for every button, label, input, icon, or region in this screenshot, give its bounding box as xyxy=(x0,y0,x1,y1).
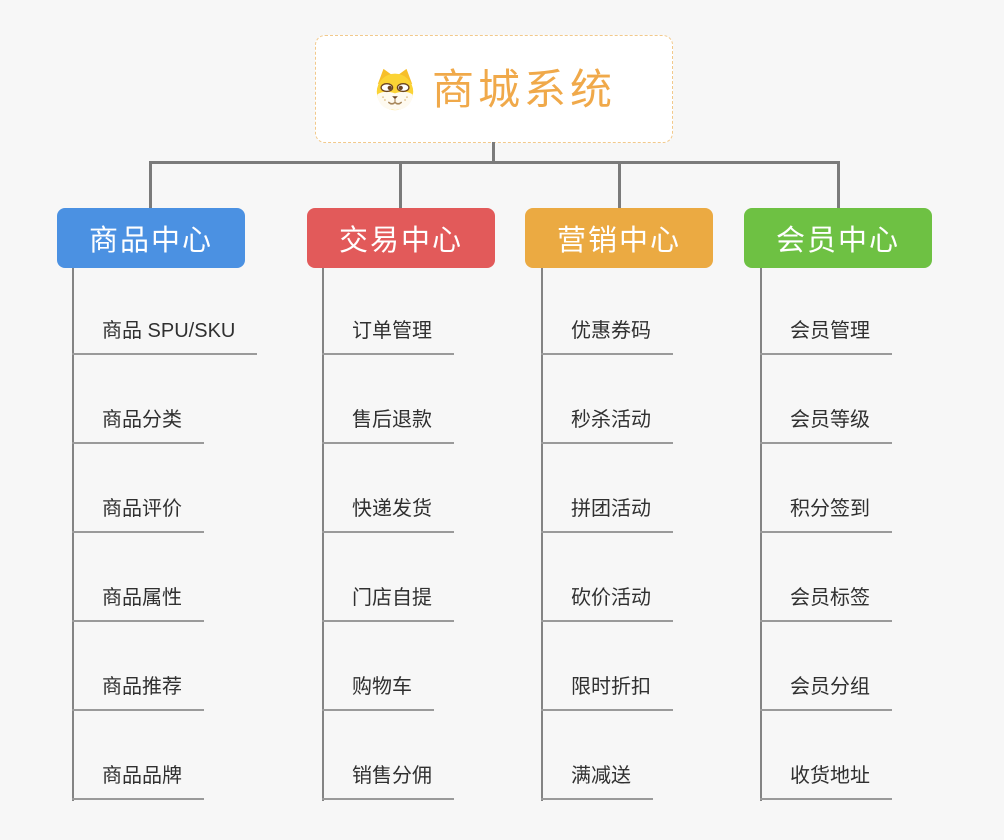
item-label: 销售分佣 xyxy=(322,763,454,800)
root-node[interactable]: 商城系统 xyxy=(315,35,673,143)
branch-header-product-center[interactable]: 商品中心 xyxy=(57,208,245,268)
connector-drop-product xyxy=(149,161,152,208)
mindmap-item[interactable]: 商品分类 xyxy=(72,355,322,444)
mindmap-item[interactable]: 会员分组 xyxy=(760,622,1004,711)
connector-drop-trade xyxy=(399,161,402,208)
branch-spine-trade xyxy=(322,268,324,801)
mindmap-item[interactable]: 积分签到 xyxy=(760,444,1004,533)
item-label: 满减送 xyxy=(541,763,653,800)
item-label: 砍价活动 xyxy=(541,585,673,622)
item-label: 积分签到 xyxy=(760,496,892,533)
item-label: 商品 SPU/SKU xyxy=(72,318,258,355)
branch-items-marketing-center: 优惠券码 秒杀活动 拼团活动 砍价活动 限时折扣 满减送 xyxy=(541,266,791,800)
item-label: 会员管理 xyxy=(760,318,892,355)
mindmap-item[interactable]: 购物车 xyxy=(322,622,572,711)
item-label: 限时折扣 xyxy=(541,674,673,711)
item-label: 会员分组 xyxy=(760,674,892,711)
mindmap-item[interactable]: 会员管理 xyxy=(760,266,1004,355)
mindmap-item[interactable]: 订单管理 xyxy=(322,266,572,355)
mindmap-item[interactable]: 售后退款 xyxy=(322,355,572,444)
branch-header-member-center[interactable]: 会员中心 xyxy=(744,208,932,268)
item-label: 快递发货 xyxy=(322,496,454,533)
item-label: 商品属性 xyxy=(72,585,204,622)
item-label: 商品评价 xyxy=(72,496,204,533)
item-label: 商品分类 xyxy=(72,407,204,444)
item-label: 购物车 xyxy=(322,674,434,711)
mindmap-item[interactable]: 会员标签 xyxy=(760,533,1004,622)
item-label: 会员等级 xyxy=(760,407,892,444)
mindmap-item[interactable]: 收货地址 xyxy=(760,711,1004,800)
mindmap-item[interactable]: 会员等级 xyxy=(760,355,1004,444)
mindmap-item[interactable]: 砍价活动 xyxy=(541,533,791,622)
mindmap-item[interactable]: 商品品牌 xyxy=(72,711,322,800)
mindmap-item[interactable]: 秒杀活动 xyxy=(541,355,791,444)
mindmap-item[interactable]: 优惠券码 xyxy=(541,266,791,355)
branch-items-member-center: 会员管理 会员等级 积分签到 会员标签 会员分组 收货地址 xyxy=(760,266,1004,800)
mindmap-item[interactable]: 限时折扣 xyxy=(541,622,791,711)
item-label: 收货地址 xyxy=(760,763,892,800)
item-label: 订单管理 xyxy=(322,318,454,355)
connector-bus xyxy=(149,161,840,164)
item-label: 售后退款 xyxy=(322,407,454,444)
mindmap-item[interactable]: 商品 SPU/SKU xyxy=(72,266,322,355)
mindmap-item[interactable]: 拼团活动 xyxy=(541,444,791,533)
connector-drop-marketing xyxy=(618,161,621,208)
item-label: 商品品牌 xyxy=(72,763,204,800)
branch-spine-marketing xyxy=(541,268,543,801)
branch-spine-product xyxy=(72,268,74,801)
mindmap-item[interactable]: 商品推荐 xyxy=(72,622,322,711)
item-label: 商品推荐 xyxy=(72,674,204,711)
item-label: 秒杀活动 xyxy=(541,407,673,444)
branch-header-marketing-center[interactable]: 营销中心 xyxy=(525,208,713,268)
branch-items-product-center: 商品 SPU/SKU 商品分类 商品评价 商品属性 商品推荐 商品品牌 xyxy=(72,266,322,800)
connector-root-stem xyxy=(492,142,495,162)
item-label: 会员标签 xyxy=(760,585,892,622)
mindmap-item[interactable]: 门店自提 xyxy=(322,533,572,622)
item-label: 拼团活动 xyxy=(541,496,673,533)
mindmap-item[interactable]: 满减送 xyxy=(541,711,791,800)
connector-drop-member xyxy=(837,161,840,208)
mindmap-item[interactable]: 商品属性 xyxy=(72,533,322,622)
item-label: 门店自提 xyxy=(322,585,454,622)
root-title: 商城系统 xyxy=(431,66,616,113)
item-label: 优惠券码 xyxy=(541,318,673,355)
branch-items-trade-center: 订单管理 售后退款 快递发货 门店自提 购物车 销售分佣 xyxy=(322,266,572,800)
branch-header-trade-center[interactable]: 交易中心 xyxy=(307,208,495,268)
mindmap-item[interactable]: 销售分佣 xyxy=(322,711,572,800)
mindmap-item[interactable]: 商品评价 xyxy=(72,444,322,533)
branch-spine-member xyxy=(760,268,762,801)
mindmap-item[interactable]: 快递发货 xyxy=(322,444,572,533)
shiba-dog-icon xyxy=(372,66,418,112)
